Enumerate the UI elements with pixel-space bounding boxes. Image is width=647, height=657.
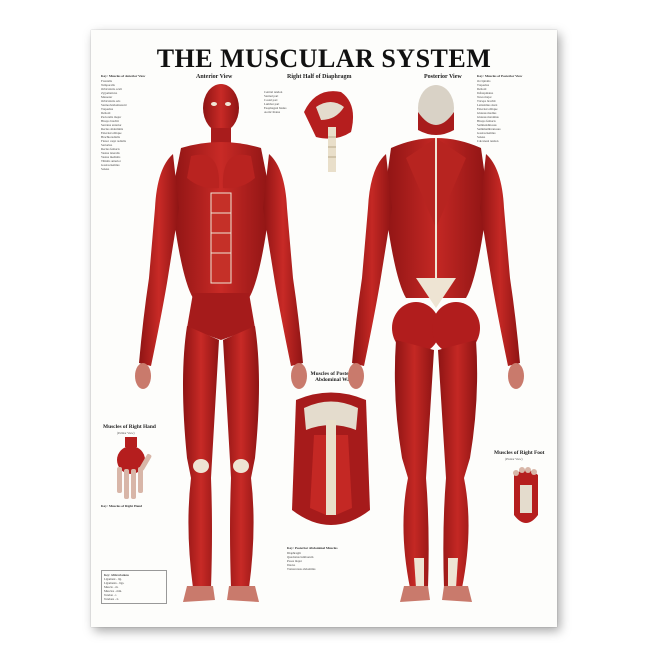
- abdominal-wall-heading: Muscles of Posterior Abdominal Wall: [310, 371, 358, 383]
- posterior-key-title: Key: Muscles of Posterior View: [477, 74, 523, 78]
- foot-view-caption: (Plantar View): [505, 457, 523, 461]
- hand-view-caption: (Palmar View): [117, 431, 135, 435]
- right-foot-heading: Muscles of Right Foot: [494, 450, 545, 456]
- muscular-system-poster: THE MUSCULAR SYSTEM Anterior View Right …: [91, 30, 557, 627]
- posterior-body-illustration: [348, 85, 524, 602]
- anterior-key-title: Key: Muscles of Anterior View: [101, 74, 146, 78]
- poster-title: THE MUSCULAR SYSTEM: [156, 44, 492, 73]
- abdominal-key-title: Key: Posterior Abdominal Muscles: [287, 546, 338, 550]
- abdominal-wall-illustration: [292, 392, 370, 525]
- hand-illustration: [117, 437, 152, 499]
- anterior-body-illustration: [135, 84, 307, 602]
- hand-key-title: Key: Muscles of Right Hand: [101, 504, 143, 508]
- posterior-view-heading: Posterior View: [424, 74, 462, 80]
- diaphragm-heading: Right Half of Diaphragm: [287, 74, 352, 80]
- anterior-view-heading: Anterior View: [196, 74, 233, 80]
- foot-illustration: [513, 467, 538, 523]
- right-hand-heading: Muscles of Right Hand: [103, 424, 156, 430]
- diaphragm-illustration: [304, 91, 354, 172]
- abbreviations-box: Key: Abbreviations Ligament - lig.Ligame…: [101, 570, 167, 604]
